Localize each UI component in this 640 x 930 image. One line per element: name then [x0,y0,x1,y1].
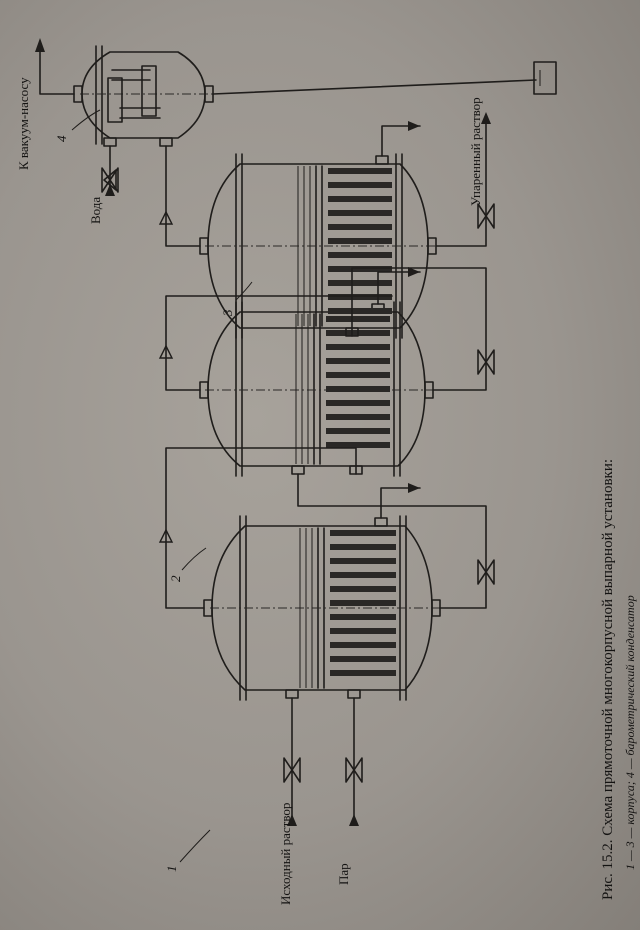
number-leaders [71,109,253,863]
flow-arrows [35,38,491,826]
vessel-number-4: 4 [54,135,69,142]
boiled-solution-label: Упаренный раствор [468,97,483,206]
vessel-number-1: 1 [164,866,179,873]
figure-legend: 1 — 3 — корпуса; 4 — барометрический кон… [623,595,637,870]
evaporator-body-3 [199,153,440,339]
water-label: Вода [88,197,103,224]
initial-solution-label: Исходный раствор [278,803,293,905]
vacuum-pump-label: К вакуум-насосу [16,77,31,170]
vessel-number-3: 3 [220,309,235,317]
process-piping [39,41,557,821]
evaporator-body-1 [203,515,445,701]
figure-caption: Рис. 15.2. Схема прямоточной многокорпус… [600,459,616,900]
barometric-condenser-4 [73,45,215,147]
vessel-number-2: 2 [168,575,183,582]
steam-label: Пар [336,863,351,885]
